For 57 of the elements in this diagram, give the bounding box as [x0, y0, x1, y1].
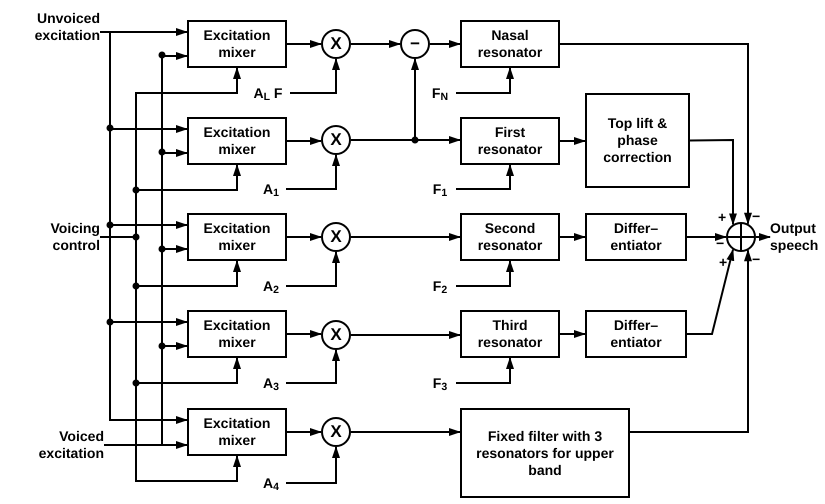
- signal-label: F$_{1}$: [424, 176, 456, 202]
- block-box: Second resonator: [460, 213, 560, 261]
- sign-label: +: [718, 210, 726, 224]
- arrow: [560, 43, 752, 225]
- block-box: First resonator: [460, 117, 560, 165]
- arrow: [287, 137, 322, 145]
- block-box: Top lift & phase correction: [585, 93, 690, 188]
- signal-label: Output speech: [770, 212, 825, 262]
- arrow: [351, 233, 461, 241]
- block-box: Excitation mixer: [187, 408, 287, 456]
- arrow: [287, 233, 322, 241]
- signal-label: F$_{3}$: [424, 370, 456, 396]
- arrow: [286, 251, 340, 287]
- arrow: [560, 233, 586, 241]
- arrow: [287, 330, 322, 338]
- arrow: [430, 40, 461, 48]
- signal-label: Voicing control: [14, 214, 100, 260]
- block-box: Excitation mixer: [187, 117, 287, 165]
- block-box: Excitation mixer: [187, 213, 287, 261]
- signal-label: A$_{1}$: [256, 176, 286, 202]
- arrow: [351, 331, 461, 339]
- signal-label: A$_{L}$ F: [246, 80, 290, 106]
- summing-junction: [726, 222, 756, 252]
- block-box: Fixed filter with 3 resonators for upper band: [460, 408, 630, 498]
- sign-label: −: [716, 236, 724, 250]
- arrow: [456, 164, 514, 190]
- arrow: [456, 260, 514, 287]
- arrow: [286, 446, 340, 484]
- signal-label: A$_{4}$: [256, 470, 286, 496]
- arrow: [351, 40, 401, 48]
- block-box: Excitation mixer: [187, 20, 287, 68]
- signal-label: A$_{2}$: [256, 273, 286, 299]
- block-box: Third resonator: [460, 310, 560, 358]
- arrow: [456, 67, 514, 94]
- sign-label: +: [719, 255, 728, 269]
- arrow: [351, 428, 461, 436]
- arrow: [286, 349, 340, 384]
- block-box: Differ– entiator: [585, 310, 687, 358]
- arrow: [456, 357, 514, 384]
- arrow: [290, 58, 340, 94]
- arrow: [287, 40, 322, 48]
- signal-label: Unvoiced excitation: [4, 4, 100, 50]
- sign-label: −: [752, 252, 760, 266]
- signal-label: Voiced excitation: [4, 422, 104, 468]
- arrow: [560, 137, 586, 145]
- arrow: [287, 428, 322, 436]
- arrow: [560, 330, 586, 338]
- arrow: [756, 233, 771, 241]
- block-box: Excitation mixer: [187, 310, 287, 358]
- signal-label: A$_{3}$: [256, 370, 286, 396]
- sign-label: −: [752, 209, 760, 223]
- signal-label: F$_{N}$: [424, 80, 456, 106]
- arrow: [286, 154, 340, 190]
- signal-label: F$_{2}$: [424, 273, 456, 299]
- block-box: Nasal resonator: [460, 20, 560, 68]
- arrow: [687, 233, 727, 241]
- block-box: Differ– entiator: [585, 213, 687, 261]
